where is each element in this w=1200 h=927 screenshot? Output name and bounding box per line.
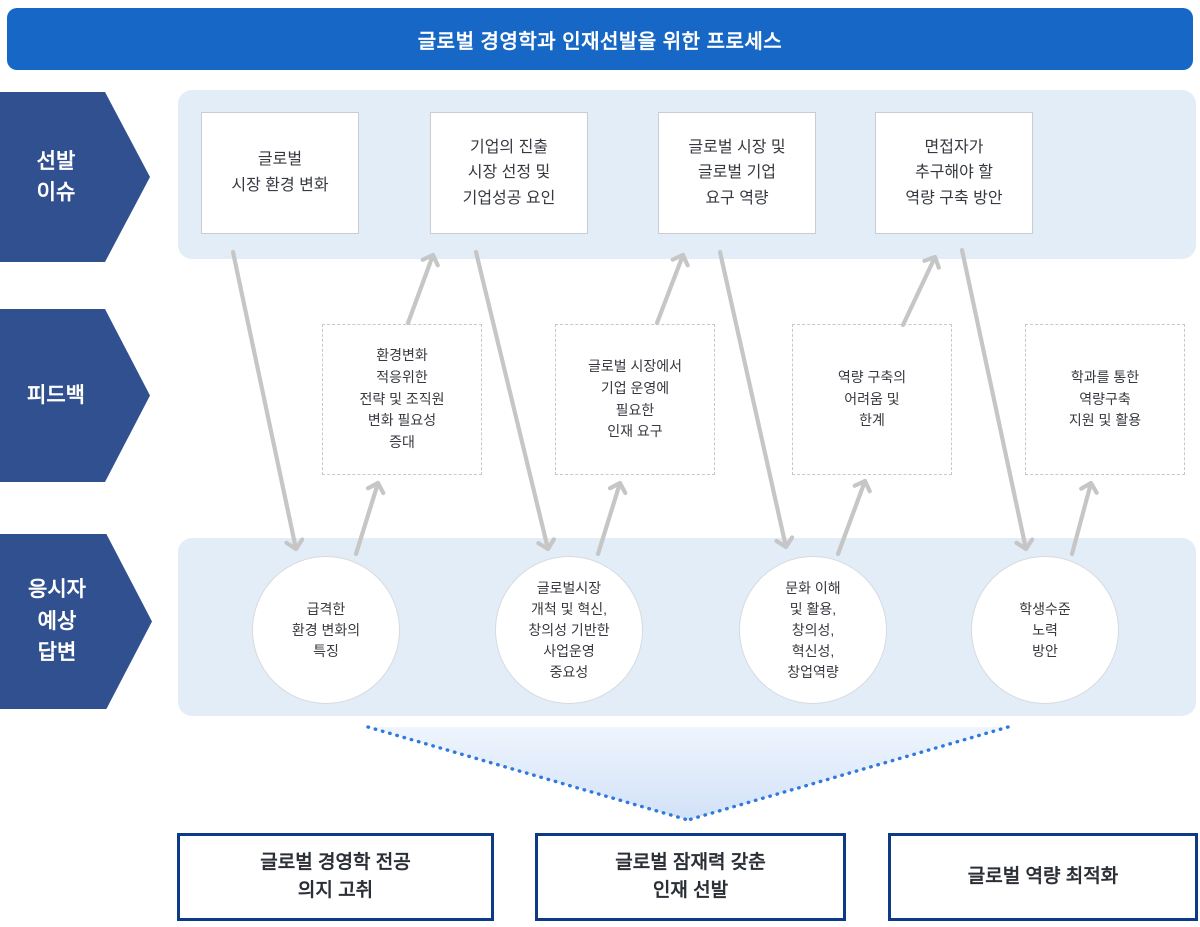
lane-label-selection-issues: 선발 이슈 (36, 149, 76, 205)
outcome-box-3: 글로벌 역량 최적화 (888, 833, 1198, 921)
issue-box-4: 면접자가 추구해야 할 역량 구축 방안 (875, 112, 1033, 234)
arrow-issue4-to-answer4 (959, 247, 1035, 552)
lane-arrow-selection-issues: 선발 이슈 (0, 92, 150, 262)
diagram-title-bar: 글로벌 경영학과 인재선발을 위한 프로세스 (7, 8, 1193, 70)
answer-circle-1: 급격한 환경 변화의 특징 (252, 556, 400, 704)
issue-box-1: 글로벌 시장 환경 변화 (201, 112, 359, 234)
issue-box-2: 기업의 진출 시장 선정 및 기업성공 요인 (430, 112, 588, 234)
lane-arrow-feedback: 피드백 (0, 309, 150, 482)
issue-box-3: 글로벌 시장 및 글로벌 기업 요구 역량 (658, 112, 816, 234)
outcome-box-2: 글로벌 잠재력 갖춘 인재 선발 (535, 833, 846, 921)
funnel-dotted-right-edge (686, 725, 1010, 822)
feedback-box-4: 학과를 통한 역량구축 지원 및 활용 (1025, 324, 1185, 475)
arrow-issue1-to-answer1 (230, 249, 305, 552)
lane-arrow-expected-answers: 응시자 예상 답변 (0, 534, 152, 709)
arrow-issue2-to-answer2 (473, 249, 556, 552)
feedback-box-1: 환경변화 적응위한 전략 및 조직원 변화 필요성 증대 (322, 324, 482, 475)
arrow-feedback2-to-issue3 (654, 252, 690, 326)
feedback-box-3: 역량 구축의 어려움 및 한계 (792, 324, 952, 475)
answer-circle-4: 학생수준 노력 방안 (971, 556, 1119, 704)
feedback-box-2: 글로벌 시장에서 기업 운영에 필요한 인재 요구 (555, 324, 715, 475)
funnel-dotted-left-edge (366, 725, 690, 822)
answer-circle-2: 글로벌시장 개척 및 혁신, 창의성 기반한 사업운영 중요성 (495, 556, 643, 704)
funnel-fill (368, 727, 1008, 820)
arrow-feedback3-to-issue4 (900, 254, 941, 328)
answer-circle-3: 문화 이해 및 활용, 창의성, 혁신성, 창업역량 (739, 556, 887, 704)
diagram-title: 글로벌 경영학과 인재선발을 위한 프로세스 (417, 30, 783, 53)
arrow-feedback1-to-issue2 (405, 252, 440, 326)
arrow-issue3-to-answer3 (717, 249, 795, 550)
outcome-box-1: 글로벌 경영학 전공 의지 고취 (177, 833, 494, 921)
lane-label-feedback: 피드백 (27, 383, 85, 407)
lane-label-expected-answers: 응시자 예상 답변 (28, 578, 86, 665)
